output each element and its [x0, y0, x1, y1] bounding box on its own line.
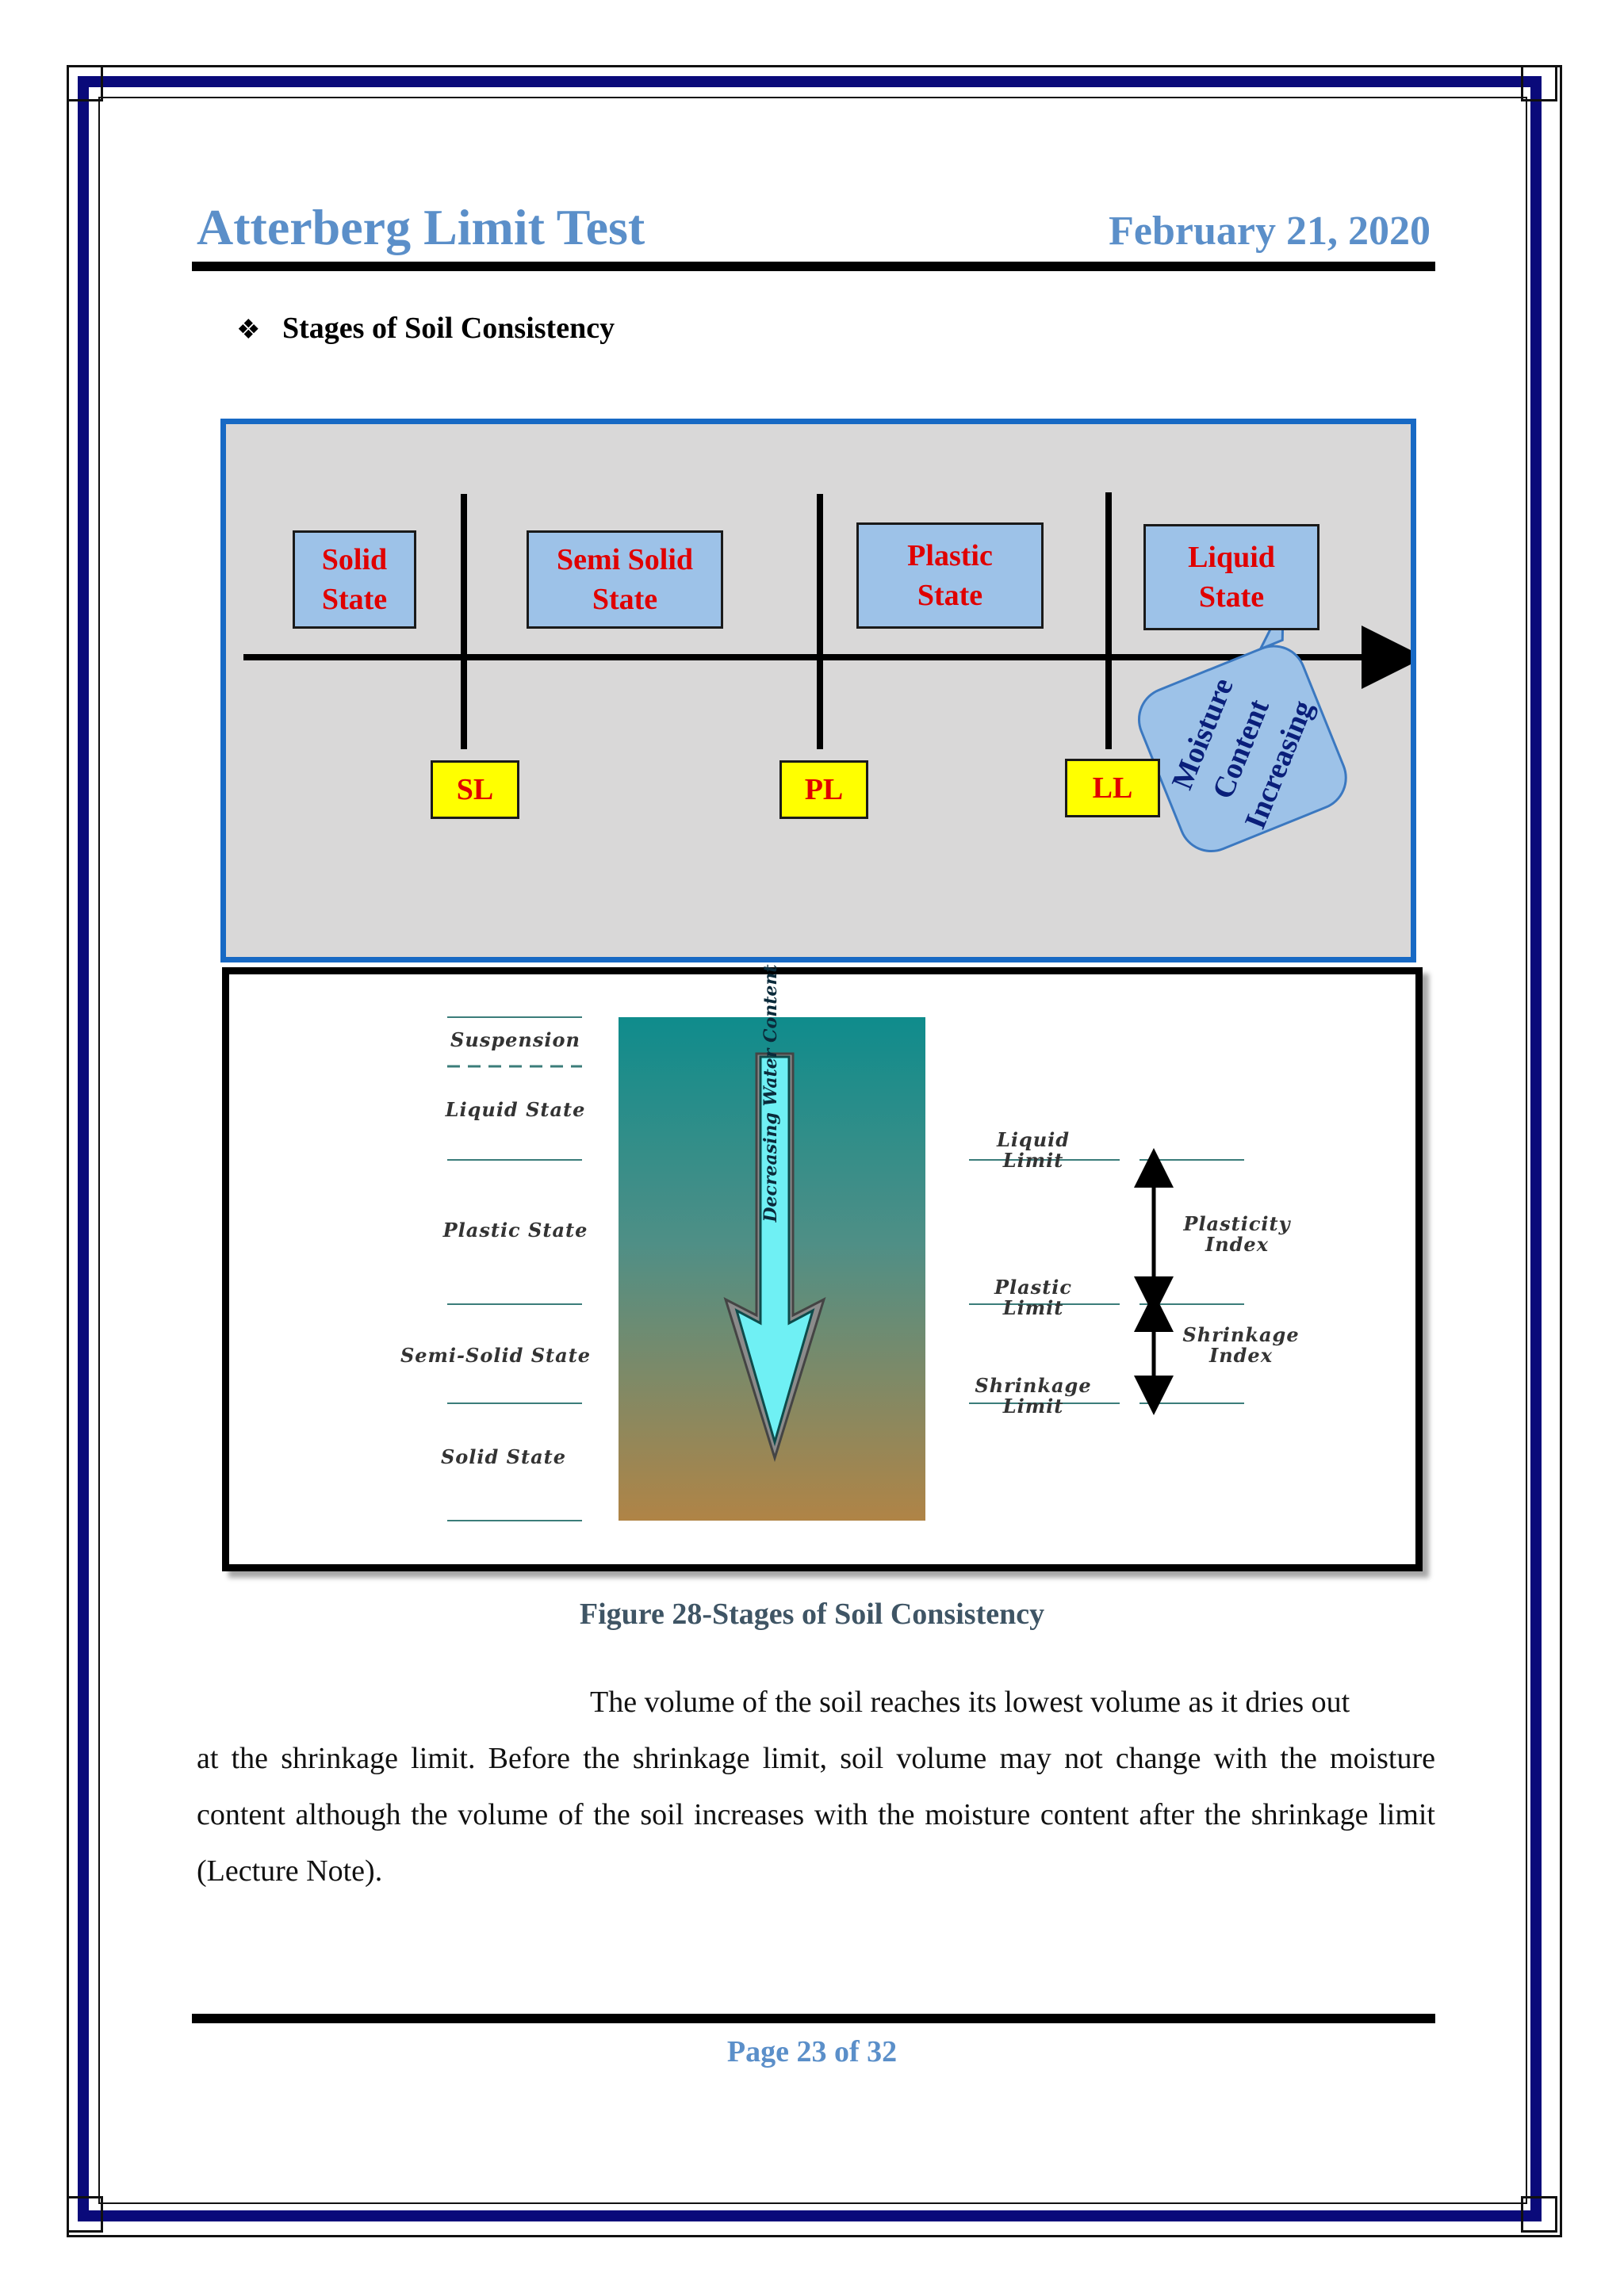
- corner-ornament-top-left: [67, 65, 103, 101]
- water-content-graphic: [447, 1016, 1244, 1521]
- page-border: [78, 76, 1542, 2221]
- header-rule: [192, 262, 1435, 271]
- ll-label: LL: [1065, 759, 1160, 817]
- sl-label: SL: [431, 760, 519, 819]
- document-date: February 21, 2020: [1109, 209, 1431, 254]
- solid-state-label: Solid State: [440, 1445, 567, 1468]
- body-paragraph: The volume of the soil reaches its lowes…: [197, 1674, 1435, 1900]
- decreasing-arrow-icon: [734, 1055, 815, 1447]
- corner-ornament-top-right: [1521, 65, 1557, 101]
- semi-solid-state-label: Semi-Solid State: [400, 1344, 592, 1367]
- corner-ornament-bottom-right: [1521, 2196, 1557, 2233]
- liquid-state-label: Liquid State: [445, 1098, 586, 1121]
- figure-caption: Figure 28-Stages of Soil Consistency: [579, 1598, 1045, 1631]
- shrinkage-limit-line: [461, 494, 467, 749]
- arrow-label: Decreasing Water Content: [760, 964, 781, 1223]
- body-line-1: The volume of the soil reaches its lowes…: [590, 1686, 1350, 1719]
- page-border-outer: [67, 65, 1562, 2237]
- diamond-bullet-icon: ❖: [236, 316, 261, 345]
- section-heading: Stages of Soil Consistency: [282, 312, 615, 345]
- corner-ornament-bottom-left: [67, 2196, 103, 2233]
- body-line-rest: at the shrinkage limit. Before the shrin…: [197, 1742, 1435, 1888]
- pl-label: PL: [779, 760, 868, 819]
- page-number: Page 23 of 32: [726, 2035, 898, 2068]
- plastic-limit-line: [817, 494, 823, 749]
- plastic-state-label: Plastic State: [442, 1219, 588, 1242]
- footer-rule: [192, 2014, 1435, 2023]
- liquid-limit-line: [1105, 492, 1112, 749]
- document-title: Atterberg Limit Test: [197, 199, 645, 255]
- water-content-diagram: Decreasing Water Content Suspension Liqu…: [222, 964, 1423, 1571]
- suspension-label: Suspension: [450, 1028, 580, 1051]
- page-border-inner: [98, 97, 1527, 2204]
